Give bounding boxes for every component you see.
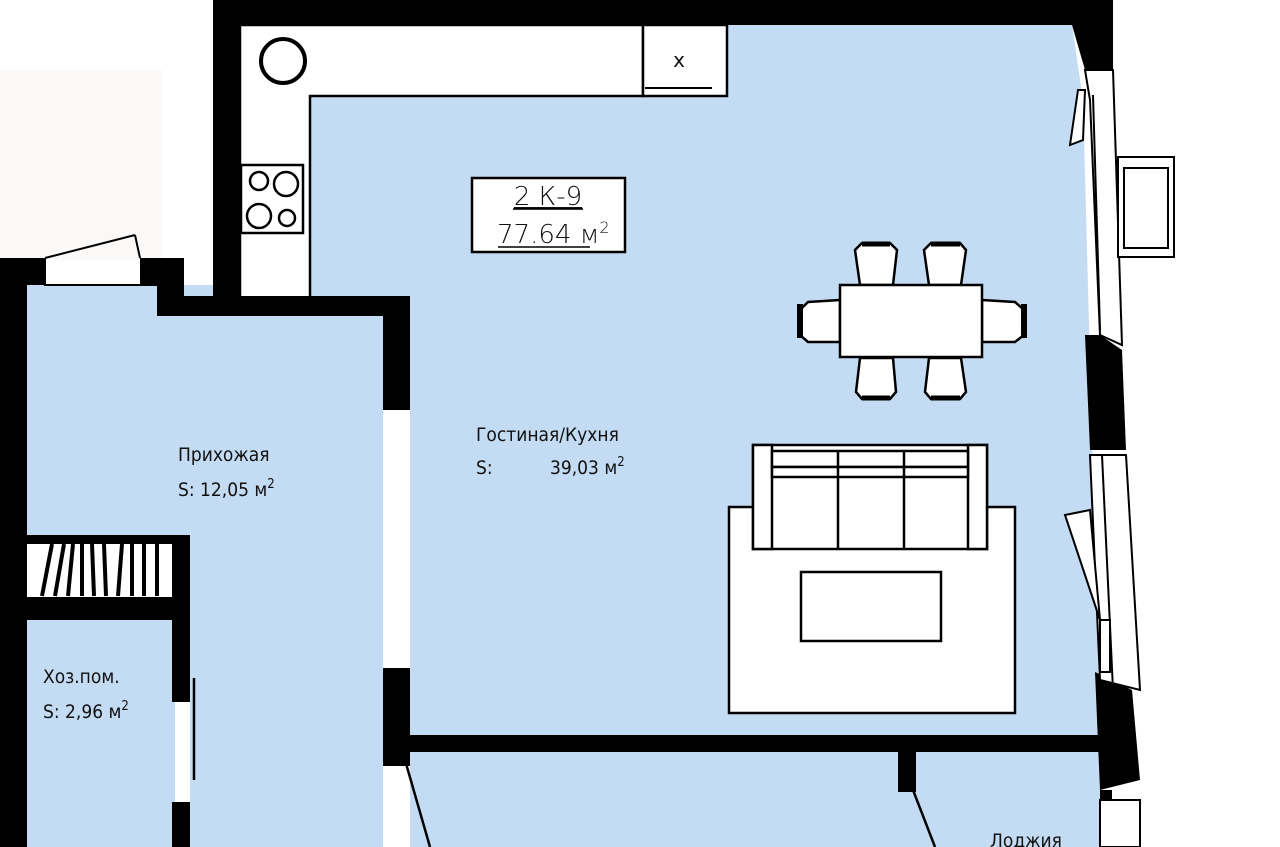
window-icon (1063, 69, 1142, 847)
living-room-area-prefix: S: (476, 457, 493, 479)
room-labels: Гостиная/Кухня S: 39,03 м2 Прихожая S: 1… (43, 424, 1062, 847)
hall-area: S: 12,05 м2 (178, 477, 275, 501)
loggia-floor (410, 752, 1102, 847)
wardrobe (27, 543, 172, 597)
storage-area: S: 2,96 м2 (43, 699, 129, 723)
walls (0, 0, 1140, 847)
hall-name: Прихожая (178, 444, 270, 466)
wall-opening (383, 410, 410, 668)
ac-unit-icon (1117, 156, 1175, 258)
storage-floor (27, 620, 175, 847)
loggia-door-swing-icon (192, 678, 937, 847)
sink-icon: x (673, 48, 685, 72)
living-room-name: Гостиная/Кухня (476, 424, 619, 446)
apartment-area: 77.64 м2 (497, 218, 610, 250)
loggia-name: Лоджия (990, 830, 1062, 847)
apartment-code: 2 К-9 (514, 182, 582, 212)
dining-table-icon (797, 241, 1027, 401)
background-block (0, 70, 162, 260)
door-swing-icon (44, 234, 141, 286)
coffee-table-icon (799, 570, 943, 643)
boiler-circle-icon (259, 37, 307, 85)
hall-floor (27, 285, 383, 535)
stove-icon (239, 163, 305, 235)
apartment-label: 2 К-9 77.64 м2 (470, 176, 627, 254)
living-room-area: 39,03 м2 (550, 455, 625, 479)
hall-lower-floor (190, 535, 383, 847)
sink-cabinet (641, 23, 729, 98)
storage-name: Хоз.пом. (43, 666, 120, 688)
